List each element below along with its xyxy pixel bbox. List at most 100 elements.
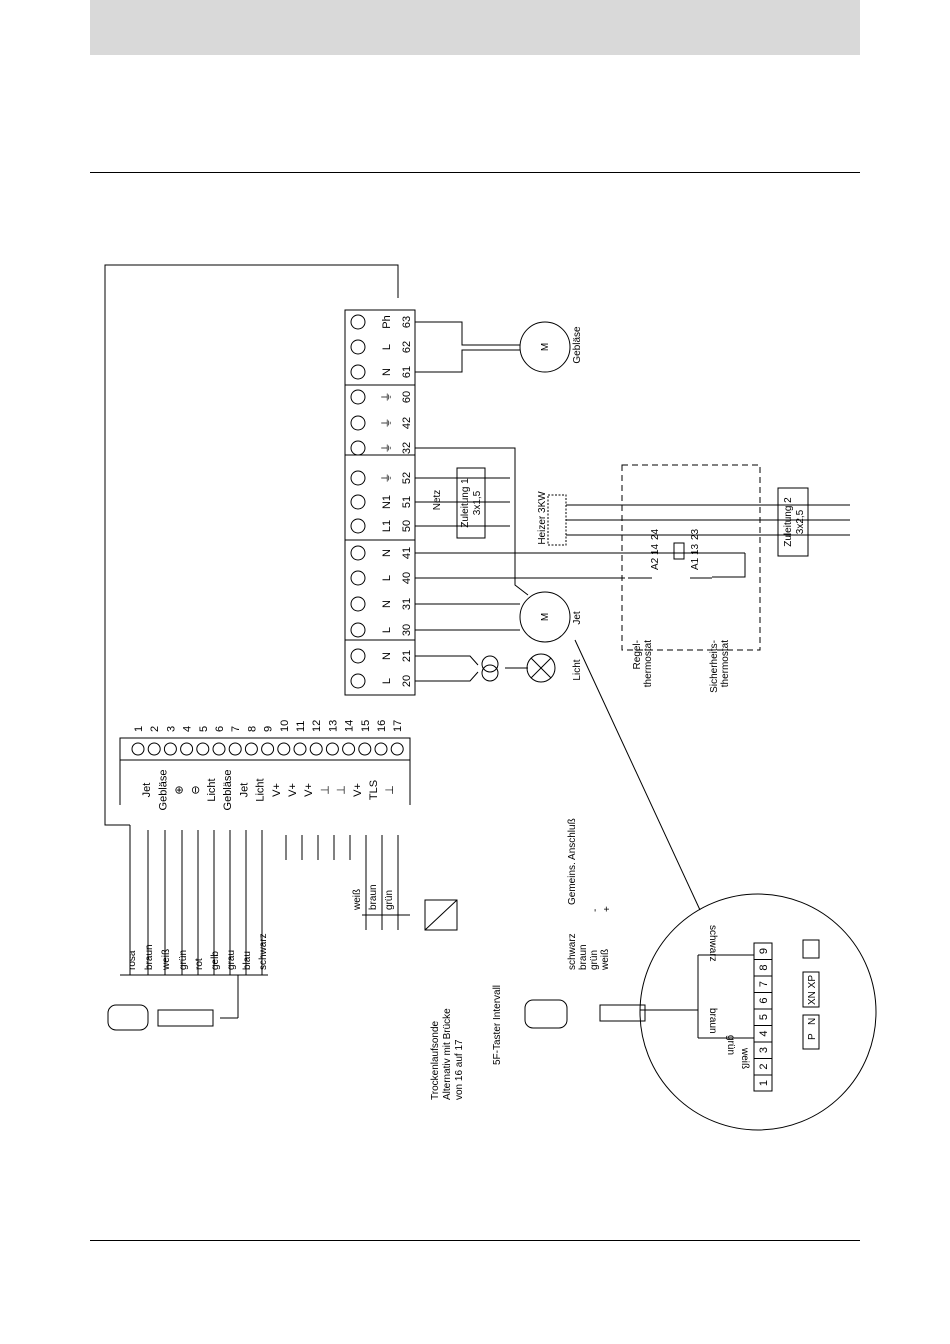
bottom-terminal-label: V+ [303,783,315,797]
sensor-cable-label: weiß [352,889,363,911]
motor-geblaese-m: M [540,343,551,351]
top-terminal-label: L [381,344,393,350]
zuleitung-1-box [456,467,486,539]
top-terminal-label: ⏚ [380,473,393,484]
top-terminal-number: 60 [401,391,413,403]
cable-color-label: rosa [127,950,138,970]
bottom-terminal-label: ⊕ [174,785,186,794]
top-terminal-number: 31 [401,598,413,610]
bottom-terminal-number: 6 [214,726,226,732]
taster-sign: - [590,909,601,912]
top-terminal-label: L [381,678,393,684]
feed-line [104,264,399,826]
top-terminal-circle [350,415,366,431]
sensor-cable-label: grün [384,890,395,910]
top-terminal-label: N1 [381,495,393,509]
top-terminal-circle [350,673,366,689]
top-terminal-label: Ph [381,315,393,328]
bottom-terminal-number: 16 [376,720,388,732]
label-23: 23 [690,528,701,540]
top-terminal-number: 32 [401,442,413,454]
heater [547,494,567,546]
label-regel-l1: Regel- [632,640,643,669]
cable-color-label: weiß [161,949,172,971]
top-terminal-circle [350,470,366,486]
bottom-terminal-number: 8 [246,726,258,732]
taster-wire-label: weiß [600,949,611,971]
detail-label-xnp: XN XP [807,975,818,1005]
lamp [526,653,556,683]
detail-terminal-number: 9 [758,948,770,954]
bottom-terminal-label: ⊥ [319,785,331,795]
sensor-left [107,1004,149,1031]
bottom-terminal-number: 10 [279,720,291,732]
taster-wire-label: grün [589,950,600,970]
bottom-terminal-label: ⊥ [384,785,396,795]
bottom-terminal-circle [374,742,388,756]
wire-geblaese-63 [415,321,520,346]
label-zuleitung1-l1: Zuleitung 1 [460,478,471,528]
detail-terminal-number: 1 [758,1080,770,1086]
bottom-terminal-number: 2 [149,726,161,732]
bottom-terminal-label: V+ [287,783,299,797]
top-terminal-circle [350,648,366,664]
cable-color-label: blau [242,951,253,970]
label-jet: Jet [572,611,583,625]
label-sicher-l1: Sicherheits- [709,640,720,693]
top-terminal-circle [350,570,366,586]
bottom-terminal-label: ⊖ [190,785,202,794]
label-a1: A1 [690,557,701,570]
cable-color-label: gelb [210,951,221,970]
bottom-rule [90,1240,860,1241]
bottom-terminal-number: 17 [392,720,404,732]
bottom-terminal-circle [261,742,275,756]
bottom-terminal-label: ⊥ [336,785,348,795]
detail-label-braun: braun [707,1008,718,1034]
cable-color-label: braun [144,944,155,970]
bottom-terminal-label: TLS [368,780,380,800]
bottom-terminal-label: V+ [271,783,283,797]
label-13: 13 [690,543,701,555]
label-sicher-l2: thermostat [720,640,731,687]
bottom-terminal-number: 3 [165,726,177,732]
top-terminal-circle [350,494,366,510]
bottom-terminal-label: V+ [352,783,364,797]
top-terminal-label: N [381,600,393,608]
bottom-terminal-label: Jet [141,783,153,798]
top-terminal-circle [350,339,366,355]
label-netz: Netz [432,490,443,511]
top-terminal-number: 30 [401,624,413,636]
top-terminal-number: 40 [401,572,413,584]
bottom-terminal-number: 9 [263,726,275,732]
bottom-terminal-circle [342,742,356,756]
detail-label-weiss: weiß [739,1047,750,1069]
motor-jet [519,591,571,643]
detail-terminal-number: 3 [758,1047,770,1053]
bottom-terminal-number: 4 [182,726,194,732]
top-terminal-label: ⏚ [380,392,393,403]
top-terminal-number: 51 [401,496,413,508]
top-terminal-number: 52 [401,472,413,484]
top-terminal-circle [350,389,366,405]
top-terminal-number: 20 [401,675,413,687]
label-geblaese: Gebläse [572,326,583,364]
label-14: 14 [650,543,661,555]
top-terminal-label: L [381,627,393,633]
detail-terminal-number: 6 [758,997,770,1003]
label-heizer: Heizer 3KW [537,491,548,545]
bottom-terminal-number: 11 [295,721,307,732]
top-rule [90,172,860,173]
thermostat-box [621,464,761,651]
detail-label-gruen: grün [725,1035,736,1055]
label-24: 24 [650,528,661,540]
relay-coil [673,542,685,560]
cable-color-label: grau [226,950,237,970]
bottom-terminal-number: 13 [327,720,339,732]
bottom-terminal-number: 15 [360,720,372,732]
bottom-terminal-circle [163,742,177,756]
label-zuleitung2-l1: Zuleitung 2 [783,497,794,547]
top-terminal-number: 21 [401,650,413,662]
header-bar [90,0,860,55]
detail-terminal-number: 7 [758,981,770,987]
